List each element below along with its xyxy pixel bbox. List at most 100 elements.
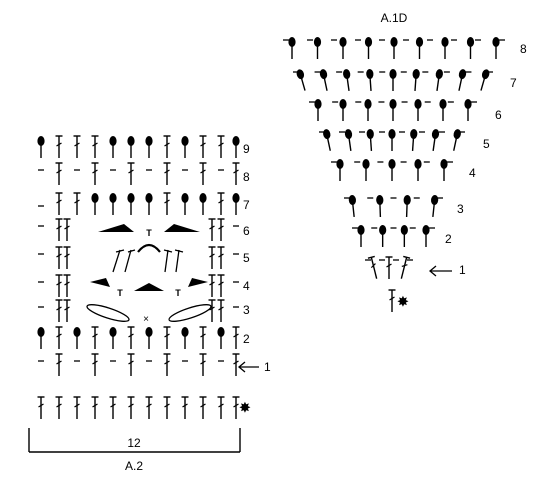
- treble-crochet-icon: [162, 162, 172, 186]
- treble-crochet-icon: [207, 274, 217, 298]
- bobble-stitch-icon: [144, 192, 154, 216]
- bobble-stitch-icon: [216, 326, 226, 350]
- treble-crochet-icon: [54, 192, 64, 216]
- treble-crochet-icon: [54, 218, 64, 242]
- dc-top-icon: T: [175, 288, 181, 298]
- bobble-stitch-icon: [466, 36, 475, 60]
- single-crochet-icon: ×: [143, 314, 149, 325]
- dc-top-icon: T: [146, 228, 152, 238]
- bobble-stitch-icon: [36, 326, 46, 350]
- row-label-6: 6: [495, 108, 502, 122]
- treble-crochet-icon: [162, 135, 172, 159]
- bobble-stitch-icon: [428, 193, 440, 219]
- row-label-1: 1: [264, 360, 271, 374]
- bobble-stitch-icon: [364, 36, 373, 60]
- treble-crochet-icon: [198, 162, 208, 186]
- treble-crochet-icon: [90, 396, 100, 420]
- bobble-stitch-icon: [375, 194, 385, 218]
- chart-a2: T T T × 9 8 7 6 5 4 3: [28, 135, 271, 473]
- treble-crochet-icon: [90, 326, 100, 350]
- bobble-stitch-icon: [432, 67, 445, 93]
- row-label-3: 3: [243, 303, 250, 317]
- treble-crochet-icon: [54, 162, 64, 186]
- row-label-4: 4: [469, 166, 476, 180]
- treble-crochet-icon: [162, 192, 172, 216]
- bobble-stitch-icon: [388, 68, 398, 92]
- fan-row4-right-icon: [188, 278, 208, 287]
- bobble-stitch-icon: [413, 158, 423, 182]
- row-label-2: 2: [243, 332, 250, 346]
- bobble-stitch-icon: [440, 36, 450, 60]
- bobble-stitch-icon: [144, 135, 154, 159]
- bobble-stitch-icon: [388, 98, 398, 122]
- bobble-stitch-icon: [126, 192, 136, 216]
- treble-crochet-icon: [144, 396, 154, 420]
- bobble-stitch-icon: [231, 192, 241, 216]
- width-bracket: [28, 428, 241, 453]
- row-label-6: 6: [243, 224, 250, 238]
- bobble-stitch-icon: [318, 67, 332, 93]
- bobble-stitch-icon: [231, 135, 241, 159]
- bobble-stitch-icon: [413, 98, 423, 122]
- row-label-5: 5: [483, 137, 490, 151]
- fan-row4-left-icon: [90, 278, 110, 287]
- treble-crochet-icon: [207, 246, 217, 270]
- treble-crochet-icon: [207, 299, 217, 323]
- treble-crochet-icon: [231, 353, 241, 377]
- bobble-stitch-icon: [294, 67, 310, 93]
- chart-title: A.1D: [381, 11, 408, 25]
- loop-right-icon: [168, 304, 212, 322]
- bobble-stitch-icon: [180, 326, 190, 350]
- treble-crochet-icon: [62, 218, 72, 242]
- bobble-stitch-icon: [365, 128, 376, 152]
- row-label-5: 5: [243, 251, 250, 265]
- arrow-left-icon: [237, 361, 259, 373]
- row-label-4: 4: [243, 279, 250, 293]
- treble-crochet-icon: [126, 326, 136, 350]
- bobble-stitch-icon: [463, 98, 473, 122]
- chain-arc-icon: [137, 243, 161, 253]
- row-label-8: 8: [243, 170, 250, 184]
- treble-crochet-icon: [54, 299, 64, 323]
- treble-crochet-icon: [231, 326, 241, 350]
- treble-crochet-icon: [162, 353, 172, 377]
- bobble-stitch-icon: [428, 127, 441, 153]
- bobble-stitch-icon: [454, 67, 468, 93]
- bobble-stitch-icon: [287, 36, 297, 60]
- bobble-stitch-icon: [449, 127, 463, 153]
- treble-crochet-icon: [198, 396, 208, 420]
- treble-crochet-icon: [36, 396, 46, 420]
- treble-crochet-icon: [126, 396, 136, 420]
- bobble-stitch-icon: [402, 194, 412, 218]
- bobble-stitch-icon: [144, 326, 154, 350]
- chart-title: A.2: [125, 459, 143, 473]
- treble-crochet-icon: [54, 326, 64, 350]
- treble-crochet-icon: [216, 299, 226, 323]
- treble-crochet-icon: [216, 274, 226, 298]
- fan-row4-center-icon: [134, 283, 164, 291]
- bobble-stitch-icon: [389, 36, 399, 60]
- bobble-stitch-icon: [387, 128, 397, 152]
- star-icon: ✸: [397, 294, 409, 309]
- bobble-stitch-icon: [180, 192, 190, 216]
- loop-left-icon: [86, 304, 130, 322]
- bobble-stitch-icon: [338, 36, 348, 60]
- treble-crochet-icon: [90, 162, 100, 186]
- treble-crochet-icon: [62, 246, 72, 270]
- treble-crochet-icon: [54, 246, 64, 270]
- bobble-stitch-icon: [335, 158, 345, 182]
- bobble-stitch-icon: [363, 98, 373, 122]
- bobble-stitch-icon: [438, 98, 448, 122]
- bobble-stitch-icon: [108, 135, 118, 159]
- bobble-stitch-icon: [387, 158, 397, 182]
- treble-crochet-icon: [72, 396, 82, 420]
- treble-crochet-icon: [162, 326, 172, 350]
- row-label-8: 8: [520, 42, 527, 56]
- star-icon: ✸: [239, 400, 251, 415]
- bobble-stitch-icon: [198, 192, 208, 216]
- bobble-stitch-icon: [410, 68, 421, 92]
- bobble-stitch-icon: [356, 224, 366, 248]
- treble-crochet-icon: [207, 218, 217, 242]
- treble-crochet-icon: [54, 353, 64, 377]
